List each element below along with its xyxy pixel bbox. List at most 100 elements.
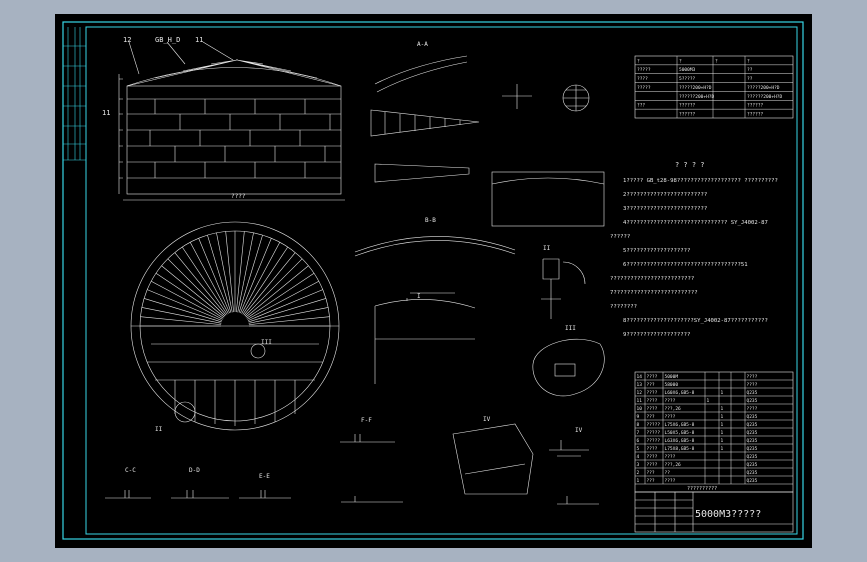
parts-table-cell: ????: [747, 374, 758, 380]
title-block: [634, 491, 794, 533]
spec-table-cell: ??????: [747, 112, 764, 118]
spec-table-cell: ?????200+H?D: [747, 85, 780, 91]
spec-table-cell: ????: [637, 76, 648, 82]
cad-drawing: 12 GB_H_D 11 11 ???? II III A-A B-B I: [62, 21, 804, 540]
parts-table-cell: Q235: [747, 390, 758, 396]
parts-table-cell: 1: [721, 438, 724, 444]
parts-table-cell: ????: [647, 462, 658, 468]
note-line: 3????????????????????????: [623, 206, 707, 212]
parts-table-cell: Q235: [747, 438, 758, 444]
parts-table-cell: 1: [721, 422, 724, 428]
spec-table-cell: ?????200+H?D: [679, 85, 712, 91]
parts-table-cell: ????: [665, 454, 676, 460]
parts-table-cell: ????: [747, 406, 758, 412]
parts-table-cell: 7: [637, 430, 640, 436]
section-label-one: I: [417, 293, 421, 300]
spec-table-cell: ??: [747, 76, 753, 82]
parts-table-cell: ???: [647, 382, 655, 388]
section-label-four: IV: [483, 416, 491, 423]
parts-table-cell: 1: [721, 414, 724, 420]
elevation-caption: ????: [231, 193, 246, 200]
parts-table-cell: Q235: [747, 446, 758, 452]
parts-table-cell: ?????: [647, 430, 661, 436]
section-label-four-b: IV: [575, 427, 583, 434]
roof-truss-details: [354, 55, 605, 384]
title-block-name: 5000M3?????: [695, 509, 761, 520]
spec-table-cell: ?: [679, 58, 682, 64]
parts-table-cell: ????: [665, 478, 676, 484]
tank-plan: [130, 221, 340, 431]
spec-table-cell: ?: [637, 58, 640, 64]
spec-table-cell: ?????: [637, 85, 651, 91]
spec-table-cell: ?: [715, 58, 718, 64]
parts-table-cell: 13: [637, 382, 643, 388]
parts-table-cell: ????: [647, 390, 658, 396]
parts-table-cell: Q235: [747, 430, 758, 436]
spec-table-cell: ??????: [747, 103, 764, 109]
parts-table-cell: 8: [637, 422, 640, 428]
parts-table-cell: 6: [637, 438, 640, 444]
parts-table-cell: ???: [647, 470, 655, 476]
notes-header: ? ? ? ?: [675, 161, 705, 169]
note-line: 9???????????????????: [623, 332, 690, 338]
parts-table-cell: 3: [637, 462, 640, 468]
parts-table-cell: ???: [647, 478, 655, 484]
parts-table-cell: ???,26: [665, 406, 682, 412]
joint-details: [452, 258, 605, 495]
parts-table-cell: 1: [721, 446, 724, 452]
parts-table-cell: Q235: [747, 470, 758, 476]
parts-table-cell: ?????: [647, 422, 661, 428]
section-label-cc: C-C: [125, 467, 136, 474]
spec-table-cell: 5?????: [679, 76, 696, 82]
note-line: ????????: [610, 304, 637, 310]
section-label-ee: E-E: [259, 473, 270, 480]
spec-table-cell: ?: [747, 58, 750, 64]
outer-frame: [62, 21, 804, 540]
technical-notes: ? ? ? ? 1????? GB_t28-98????????????????…: [610, 161, 778, 338]
parts-table-cell: 2: [637, 470, 640, 476]
elevation-label-2: GB_H_D: [155, 36, 180, 44]
section-label-two: II: [543, 245, 551, 252]
note-line: 1????? GB_t28-98??????????????????? ????…: [623, 178, 778, 184]
spec-table: ?????????5000M3??????5?????????????????2…: [634, 55, 794, 119]
spec-table-cell: ?????: [637, 67, 651, 73]
parts-table-cell: L75X6,GB5-8: [665, 422, 695, 428]
parts-table-cell: L60X6,GB5-8: [665, 390, 695, 396]
parts-table-cell: 1: [721, 430, 724, 436]
parts-table-cell: L50X5,GB5-8: [665, 430, 695, 436]
parts-table-cell: ????: [647, 446, 658, 452]
parts-table-cell: ?????: [647, 438, 661, 444]
note-line: ??????: [610, 234, 630, 240]
parts-table-cell: 11: [637, 398, 643, 404]
spec-table-cell: ??????200+H?D: [679, 94, 715, 100]
note-line: 6??????????????????????????????????51: [623, 262, 748, 268]
parts-table-cell: Q235: [747, 414, 758, 420]
parts-table-cell: ????: [647, 406, 658, 412]
parts-table-cell: ????: [647, 454, 658, 460]
parts-table-cell: 12: [637, 390, 643, 396]
parts-table-cell: ????: [647, 374, 658, 380]
parts-table-cell: 5: [637, 446, 640, 452]
spec-table-cell: ??: [747, 67, 753, 73]
note-line: ?????????????????????????: [610, 276, 694, 282]
parts-table-cell: ????: [665, 414, 676, 420]
drawing-sheet: 12 GB_H_D 11 11 ???? II III A-A B-B I: [55, 14, 812, 548]
note-line: 2????????????????????????: [623, 192, 707, 198]
parts-table-cell: Q235: [747, 422, 758, 428]
parts-table-cell: 1: [707, 398, 710, 404]
elevation-label-3: 11: [195, 36, 203, 44]
tank-elevation: [118, 41, 345, 201]
spec-table-cell: ??????: [679, 112, 696, 118]
parts-table-cell: ???: [647, 414, 655, 420]
parts-table-cell: L75X8,GB5-8: [665, 446, 695, 452]
section-label-ff: F-F: [361, 417, 372, 424]
parts-table-cell: ????: [647, 398, 658, 404]
section-label-dd: D-D: [189, 467, 200, 474]
parts-table-cell: Q235: [747, 454, 758, 460]
plan-detail-ref-2: III: [261, 339, 272, 346]
section-label-three: III: [565, 325, 576, 332]
inner-frame: [85, 26, 798, 535]
spec-table-cell: 5000M3: [679, 67, 696, 73]
parts-title: ??????????: [687, 486, 717, 492]
parts-table-cell: L63X6,GB5-8: [665, 438, 695, 444]
